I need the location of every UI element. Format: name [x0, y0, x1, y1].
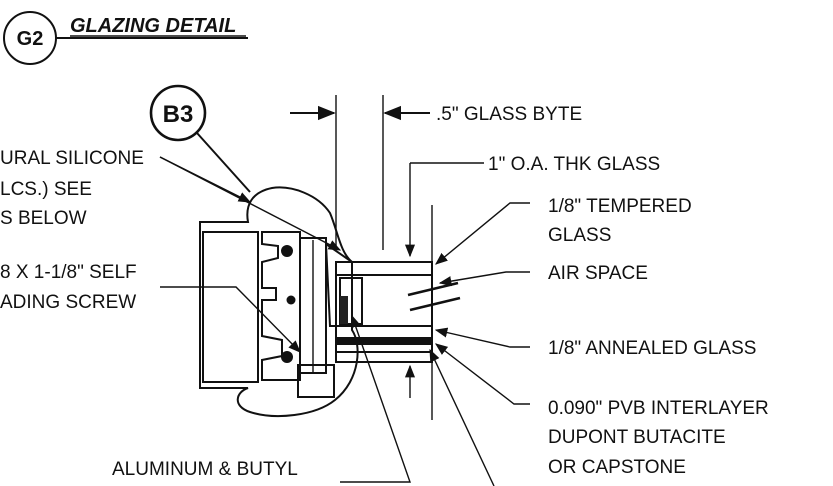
leader-annealed-glass: [434, 327, 530, 348]
label-silicone-2: LCS.) SEE: [0, 179, 92, 200]
detail-tag-text: G2: [17, 28, 44, 50]
label-pvb-3: OR CAPSTONE: [548, 457, 686, 478]
pvb-interlayer: [336, 337, 432, 345]
detail-tag: G2: [3, 11, 57, 65]
gasket-mid: [286, 295, 296, 305]
label-pvb-1: 0.090" PVB INTERLAYER: [548, 398, 769, 419]
label-screw-2: ADING SCREW: [0, 292, 136, 313]
callout-bubble-circle: [149, 84, 207, 142]
gasket-top: [281, 245, 293, 257]
label-tempered-glass-2: GLASS: [548, 225, 611, 246]
break-mark-2: [409, 296, 461, 312]
aluminum-extrusion: [199, 186, 359, 417]
callout-bubble-b3: B3: [149, 84, 207, 142]
label-silicone-1: URAL SILICONE: [0, 148, 144, 169]
callout-bubble-leader: [196, 132, 251, 193]
gasket-bottom: [281, 351, 293, 363]
label-screw-1: 8 X 1-1/8" SELF: [0, 262, 137, 283]
label-oa-thk-glass: 1" O.A. THK GLASS: [488, 154, 660, 175]
leader-aluminum-butyl: [340, 314, 411, 483]
label-silicone-3: S BELOW: [0, 208, 87, 229]
leader-silicone-2: [159, 156, 342, 251]
callout-bubble-text: B3: [163, 101, 194, 128]
screw-body: [299, 237, 327, 374]
extrusion-cavity: [261, 231, 301, 381]
leader-air-space: [438, 271, 530, 287]
leader-screw: [160, 286, 301, 353]
label-pvb-2: DUPONT BUTACITE: [548, 427, 726, 448]
label-aluminum-butyl: ALUMINUM & BUTYL: [112, 459, 298, 480]
butyl-strip: [340, 296, 348, 324]
leader-bottom-structural: [429, 348, 495, 486]
label-annealed-glass: 1/8" ANNEALED GLASS: [548, 338, 756, 359]
stippled-core: [202, 231, 259, 383]
leader-tempered-glass: [435, 202, 530, 265]
setting-block: [297, 364, 335, 398]
label-tempered-glass-1: 1/8" TEMPERED: [548, 196, 692, 217]
leader-pvb-interlayer: [435, 343, 530, 405]
detail-title: GLAZING DETAIL: [70, 15, 236, 37]
label-air-space: AIR SPACE: [548, 263, 648, 284]
label-glass-byte: .5" GLASS BYTE: [436, 104, 582, 125]
